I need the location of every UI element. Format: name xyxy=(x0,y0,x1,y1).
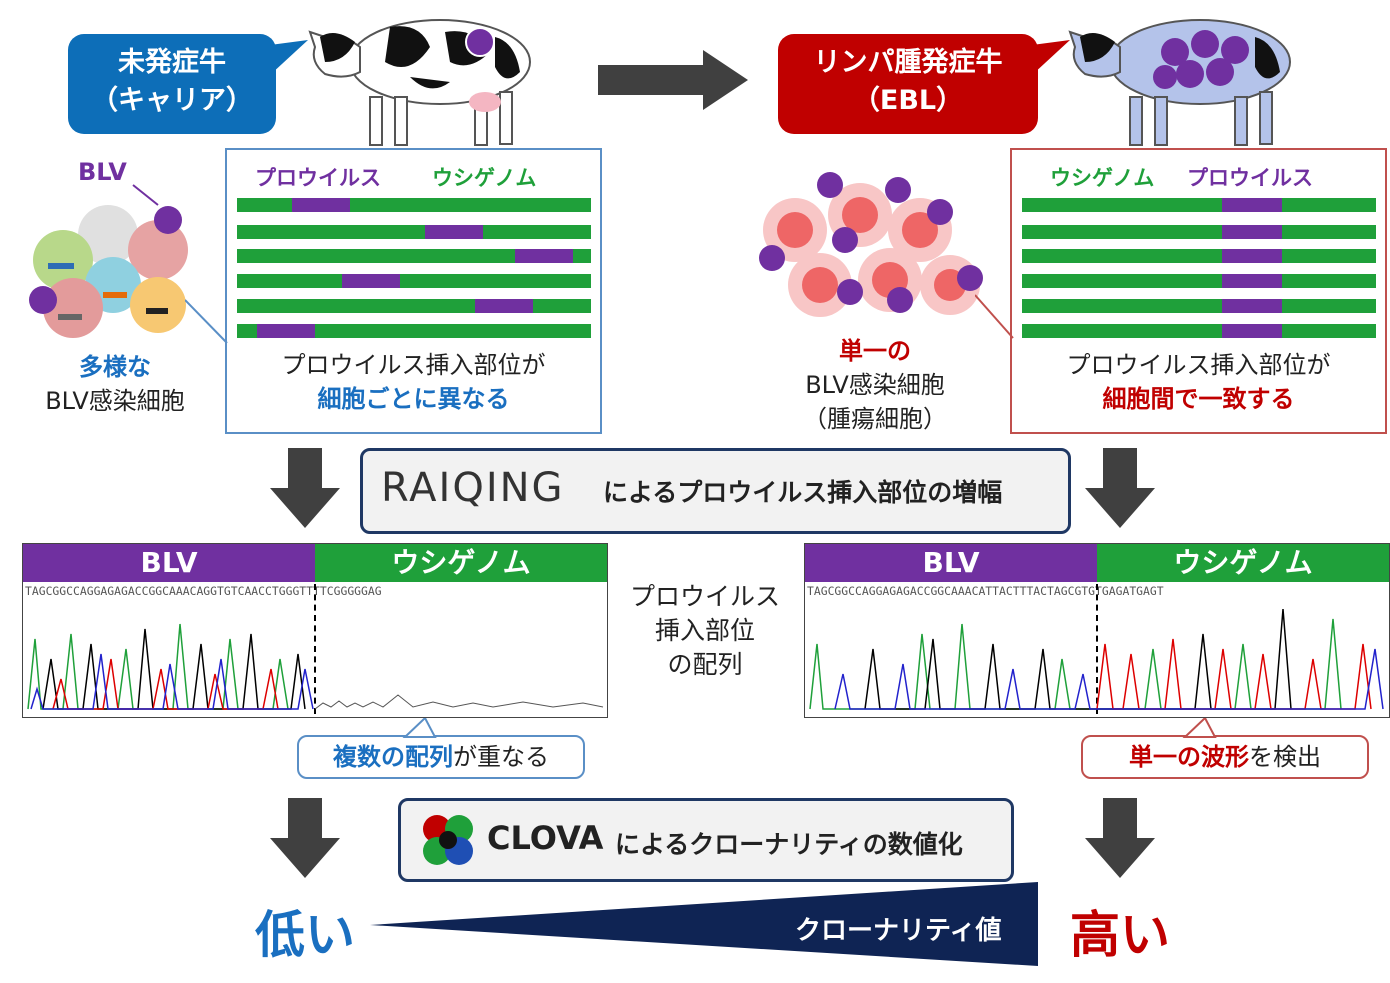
sequence-middle-label: プロウイルス 挿入部位 の配列 xyxy=(610,580,800,682)
right-genome-bar xyxy=(1022,198,1376,212)
down-arrow-icon xyxy=(270,798,340,878)
right-callout-rest: を検出 xyxy=(1249,743,1321,771)
right-callout-strong: 単一の波形 xyxy=(1129,743,1249,771)
left-callout-strong: 複数の配列 xyxy=(333,743,453,771)
clova-method-box: CLOVA によるクローナリティの数値化 xyxy=(398,798,1014,882)
clova-logo-text: CLOVA xyxy=(487,819,604,857)
left-insertion-panel: プロウイルス ウシゲノム プロウイルス挿入部位が 細胞ごとに異なる xyxy=(225,148,602,434)
right-genome-label: ウシゲノム xyxy=(1050,166,1155,190)
left-genome-bar xyxy=(237,198,591,212)
right-chromatogram: BLV ウシゲノム TAGCGGCCAGGAGAGACCGGCAAACATTAC… xyxy=(804,543,1390,718)
scale-high-label: 高い xyxy=(1070,906,1170,964)
right-cells-label: 単一の BLV感染細胞 （腫瘍細胞） xyxy=(765,334,985,436)
left-trace xyxy=(27,623,604,710)
right-genome-bar xyxy=(1022,225,1376,239)
left-callout: 複数の配列が重なる xyxy=(297,735,585,779)
right-genome-bar xyxy=(1022,299,1376,313)
left-cells-label: 多様な BLV感染細胞 xyxy=(20,350,210,418)
carrier-title-bubble: 未発症牛 （キャリア） xyxy=(68,34,276,134)
left-chromatogram: BLV ウシゲノム TAGCGGCCAGGAGAGACCGGCAAACAGGTG… xyxy=(22,543,608,718)
middle-label-line2: 挿入部位 xyxy=(654,616,755,645)
left-cells-label-line2: BLV感染細胞 xyxy=(45,387,185,415)
junction-line xyxy=(314,584,316,714)
right-provirus-label: プロウイルス xyxy=(1187,166,1313,190)
left-chrom-sequence: TAGCGGCCAGGAGAGACCGGCAAACAGGTGTCAACCTGGG… xyxy=(25,584,382,598)
carrier-cow-icon xyxy=(308,19,531,146)
left-callout-tail xyxy=(402,718,437,738)
ebl-title-line2: （EBL） xyxy=(852,85,964,116)
left-genome-bar xyxy=(237,225,591,239)
diverse-cells-icon xyxy=(29,184,188,338)
raiqing-text: によるプロウイルス挿入部位の増幅 xyxy=(603,478,1003,507)
right-caption-line1: プロウイルス挿入部位が xyxy=(1066,351,1331,379)
right-cells-label-line2: BLV感染細胞 xyxy=(805,371,945,399)
left-genome-label: ウシゲノム xyxy=(432,166,537,190)
carrier-title-line2: （キャリア） xyxy=(91,85,253,116)
down-arrow-icon xyxy=(1085,448,1155,528)
raiqing-logo: RAIQING xyxy=(381,465,565,511)
right-genome-bar xyxy=(1022,274,1376,288)
left-genome-bar xyxy=(237,299,591,313)
scale-low-label: 低い xyxy=(255,906,355,964)
carrier-title-line1: 未発症牛 xyxy=(118,47,226,78)
right-callout: 単一の波形を検出 xyxy=(1081,735,1369,779)
progression-arrow-icon xyxy=(598,50,748,110)
right-cells-label-line3: （腫瘍細胞） xyxy=(803,405,947,433)
right-genome-bar xyxy=(1022,249,1376,263)
middle-label-line3: の配列 xyxy=(667,650,743,679)
left-genome-bar xyxy=(237,274,591,288)
right-insertion-panel: ウシゲノム プロウイルス プロウイルス挿入部位が 細胞間で一致する xyxy=(1010,148,1387,434)
ebl-title-line1: リンパ腫発症牛 xyxy=(813,47,1003,78)
right-chrom-sequence: TAGCGGCCAGGAGAGACCGGCAAACATTACTTTACTAGCG… xyxy=(807,584,1164,598)
left-caption-line2: 細胞ごとに異なる xyxy=(317,385,510,413)
left-chrom-genome-header: ウシゲノム xyxy=(315,544,607,582)
scale-label: クローナリティ値 xyxy=(795,916,1002,946)
right-trace xyxy=(809,608,1384,710)
right-panel-caption: プロウイルス挿入部位が 細胞間で一致する xyxy=(1012,348,1385,416)
ebl-cow-icon xyxy=(1068,19,1291,146)
right-chrom-blv-header: BLV xyxy=(805,544,1097,582)
clover-logo-icon xyxy=(423,815,473,865)
right-panel-pointer xyxy=(975,294,1014,339)
left-cells-label-line1: 多様な xyxy=(79,353,151,381)
right-chrom-genome-header: ウシゲノム xyxy=(1097,544,1389,582)
junction-line xyxy=(1096,584,1098,714)
clova-text: によるクローナリティの数値化 xyxy=(615,830,963,859)
right-genome-bar xyxy=(1022,324,1376,338)
ebl-title-bubble: リンパ腫発症牛 （EBL） xyxy=(778,34,1038,134)
clonality-wedge xyxy=(370,882,1038,966)
left-caption-line1: プロウイルス挿入部位が xyxy=(281,351,546,379)
blv-virus-label: BLV xyxy=(78,158,127,186)
left-callout-rest: が重なる xyxy=(453,743,549,771)
left-panel-pointer xyxy=(185,299,228,344)
left-panel-caption: プロウイルス挿入部位が 細胞ごとに異なる xyxy=(227,348,600,416)
tumor-cells-icon xyxy=(759,172,983,317)
middle-label-line1: プロウイルス xyxy=(629,582,780,611)
left-provirus-label: プロウイルス xyxy=(255,166,381,190)
ebl-bubble-tail xyxy=(1032,40,1070,75)
down-arrow-icon xyxy=(1085,798,1155,878)
left-chrom-blv-header: BLV xyxy=(23,544,315,582)
down-arrow-icon xyxy=(270,448,340,528)
right-cells-label-line1: 単一の xyxy=(839,337,911,365)
left-genome-bar xyxy=(237,324,591,338)
right-callout-tail xyxy=(1182,718,1217,738)
carrier-bubble-tail xyxy=(270,40,308,75)
raiqing-method-box: RAIQING によるプロウイルス挿入部位の増幅 xyxy=(360,448,1071,534)
right-caption-line2: 細胞間で一致する xyxy=(1102,385,1295,413)
left-genome-bar xyxy=(237,249,591,263)
